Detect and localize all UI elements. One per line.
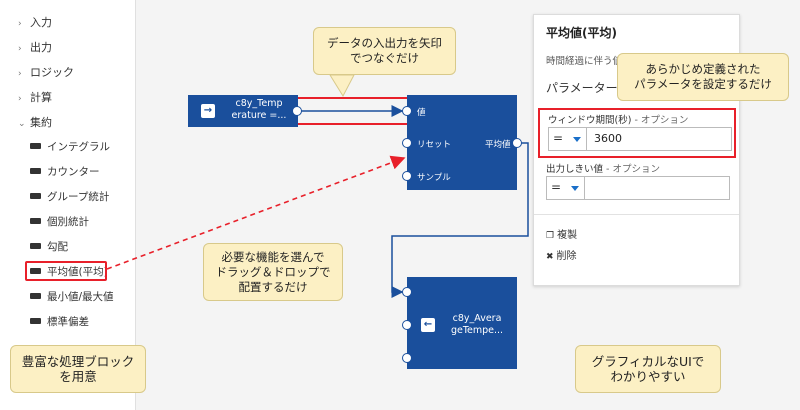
- port-label-reset: リセット: [417, 140, 452, 150]
- window-field-group: ウィンドウ期間(秒) - オプション = 3600: [538, 108, 736, 158]
- input-block-line2: erature =...: [231, 110, 287, 121]
- sidebar-item-group-stats[interactable]: グループ統計: [30, 189, 109, 204]
- input-block-line1: c8y_Temp: [235, 98, 283, 109]
- input-block[interactable]: → c8y_Temp erature =...: [188, 95, 302, 127]
- highlight-box: [25, 261, 107, 281]
- average-block[interactable]: 値 リセット サンプル 平均値: [402, 95, 522, 190]
- port-label-value: 値: [417, 108, 426, 118]
- block-icon: [30, 318, 41, 324]
- output-block[interactable]: ← c8y_Avera geTempe...: [402, 277, 517, 369]
- chevron-right-icon: ›: [18, 94, 22, 104]
- category-label: 集約: [30, 116, 52, 129]
- panel-divider: [534, 214, 739, 215]
- window-label: ウィンドウ期間(秒) - オプション: [548, 115, 689, 126]
- category-aggregate[interactable]: ⌄ 集約: [18, 114, 52, 130]
- category-label: ロジック: [30, 66, 74, 79]
- sidebar-item-individual-stats[interactable]: 個別統計: [30, 214, 89, 229]
- item-label: 最小値/最大値: [47, 291, 114, 303]
- input-port-reset[interactable]: [402, 138, 412, 148]
- block-icon: [30, 293, 41, 299]
- sidebar-item-gradient[interactable]: 勾配: [30, 239, 68, 254]
- sidebar-item-min-max[interactable]: 最小値/最大値: [30, 289, 114, 304]
- category-label: 出力: [30, 41, 52, 54]
- panel-description: 時間経過に伴う値: [546, 56, 623, 67]
- threshold-label: 出力しきい値 - オプション: [546, 164, 660, 175]
- block-palette-sidebar: › 入力 › 出力 › ロジック › 計算 ⌄ 集約 インテグラル カウンター グループ統…: [0, 0, 136, 410]
- block-icon: [30, 168, 41, 174]
- x-icon: ✖: [546, 252, 554, 262]
- input-port-sample[interactable]: [402, 171, 412, 181]
- block-icon: [30, 143, 41, 149]
- chevron-down-icon: ⌄: [18, 119, 26, 129]
- block-icon: [30, 268, 41, 274]
- item-label: 標準偏差: [47, 316, 89, 328]
- input-port[interactable]: [402, 353, 412, 363]
- category-output[interactable]: › 出力: [18, 39, 52, 55]
- category-input[interactable]: › 入力: [18, 14, 52, 30]
- parameters-heading: パラメーター: [546, 81, 618, 95]
- window-field: = 3600: [548, 127, 732, 151]
- item-label: グループ統計: [47, 191, 110, 203]
- connection-arrow[interactable]: [391, 142, 529, 298]
- block-icon: [30, 193, 41, 199]
- input-port[interactable]: [402, 320, 412, 330]
- drag-annotation-arrow: [106, 155, 406, 270]
- callout-blocks: 豊富な処理ブロック を用意: [10, 345, 146, 393]
- sidebar-item-integral[interactable]: インテグラル: [30, 139, 110, 154]
- port-label-average: 平均値: [485, 140, 511, 150]
- copy-icon: ❐: [546, 231, 555, 241]
- chevron-down-icon[interactable]: [573, 137, 581, 142]
- input-arrow-icon: →: [201, 104, 215, 118]
- sidebar-item-counter[interactable]: カウンター: [30, 164, 100, 179]
- port-label-sample: サンプル: [417, 173, 451, 183]
- chevron-right-icon: ›: [18, 44, 22, 54]
- category-label: 入力: [30, 16, 52, 29]
- threshold-field: =: [546, 176, 730, 200]
- callout-drag-drop: 必要な機能を選んで ドラッグ＆ドロップで 配置するだけ: [203, 243, 343, 301]
- input-port[interactable]: [402, 287, 412, 297]
- item-label: 個別統計: [47, 216, 89, 228]
- block-icon: [30, 243, 41, 249]
- sidebar-item-average[interactable]: 平均値(平均): [30, 264, 108, 279]
- item-label: 平均値(平均): [47, 266, 108, 278]
- chevron-down-icon[interactable]: [571, 186, 579, 191]
- item-label: カウンター: [47, 166, 100, 178]
- delete-button[interactable]: ✖削除: [546, 251, 577, 262]
- item-label: インテグラル: [47, 141, 110, 153]
- block-icon: [30, 218, 41, 224]
- output-block-line2: geTempe...: [450, 325, 504, 336]
- category-logic[interactable]: › ロジック: [18, 64, 74, 80]
- callout-pointer: [329, 74, 355, 98]
- callout-parameters: あらかじめ定義された パラメータを設定するだけ: [617, 53, 789, 101]
- sidebar-item-stddev[interactable]: 標準偏差: [30, 314, 89, 329]
- chevron-right-icon: ›: [18, 69, 22, 79]
- output-block-line1: c8y_Avera: [452, 313, 502, 324]
- window-input[interactable]: 3600: [594, 132, 622, 145]
- callout-gui: グラフィカルなUIで わかりやすい: [575, 345, 721, 393]
- operator-select[interactable]: =: [551, 180, 562, 194]
- input-port-value[interactable]: [402, 106, 412, 116]
- duplicate-button[interactable]: ❐複製: [546, 230, 578, 241]
- chevron-right-icon: ›: [18, 19, 22, 29]
- item-label: 勾配: [47, 241, 68, 253]
- output-port[interactable]: [292, 106, 302, 116]
- callout-arrows: データの入出力を矢印 でつなぐだけ: [313, 27, 456, 75]
- category-calc[interactable]: › 計算: [18, 89, 52, 105]
- panel-title: 平均値(平均): [546, 26, 617, 40]
- output-port-average[interactable]: [512, 138, 522, 148]
- output-arrow-icon: ←: [421, 318, 435, 332]
- category-label: 計算: [30, 91, 52, 104]
- operator-select[interactable]: =: [553, 131, 564, 145]
